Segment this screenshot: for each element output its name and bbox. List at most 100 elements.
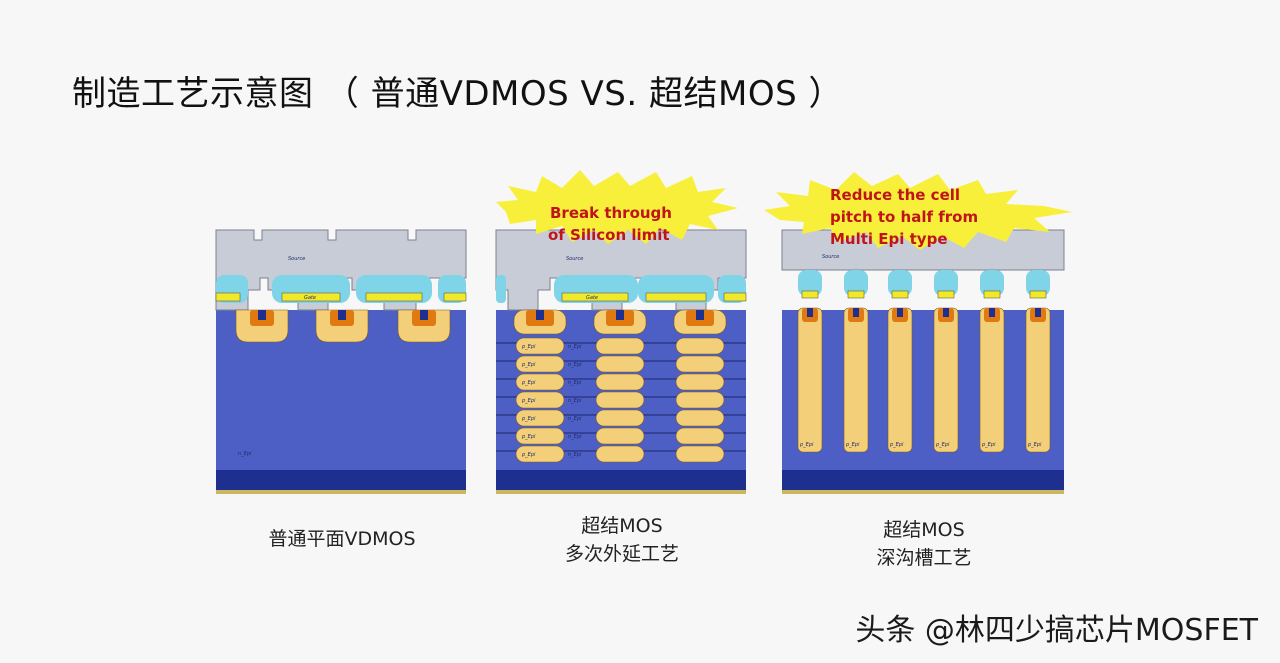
p-epi-blob	[675, 427, 725, 445]
p-epi-blob	[595, 337, 645, 355]
gate-poly	[847, 290, 865, 299]
gate-poly	[891, 290, 909, 299]
caption-deep-trench: 超结MOS 深沟槽工艺	[798, 516, 1050, 572]
caption-planar: 普通平面VDMOS	[216, 525, 468, 553]
contact	[943, 308, 949, 317]
p-epi-blob	[515, 391, 565, 409]
p-pillar	[933, 307, 959, 453]
drain-metal	[782, 490, 1064, 494]
layer-label: n_Epi	[568, 344, 582, 350]
gate-poly	[443, 292, 467, 302]
layer-label: n_Epi	[568, 362, 582, 368]
substrate	[216, 470, 466, 492]
p-epi-blob	[675, 409, 725, 427]
p-epi-blob	[595, 445, 645, 463]
p-epi-blob	[515, 427, 565, 445]
gate-label: Gate	[304, 295, 316, 301]
p-epi-blob	[675, 445, 725, 463]
oxide	[844, 270, 868, 296]
p-epi-blob	[595, 355, 645, 373]
drain-metal	[216, 490, 466, 494]
p-pillar	[843, 307, 869, 453]
contact	[989, 308, 995, 317]
gate-poly	[365, 292, 423, 302]
caption-line: 超结MOS	[581, 515, 663, 537]
gate-label: Gate	[586, 295, 598, 301]
layer-label: p_Epi	[521, 452, 536, 458]
oxide	[496, 275, 506, 303]
layer-label: p_Epi	[521, 380, 536, 386]
gate-poly	[983, 290, 1001, 299]
layer-label: n_Epi	[568, 398, 582, 404]
caption-line: 普通平面VDMOS	[268, 528, 416, 550]
oxide	[934, 270, 958, 296]
oxide	[888, 270, 912, 296]
contact	[807, 308, 813, 317]
p-epi-blob	[515, 409, 565, 427]
layer-label: n_Epi	[568, 434, 582, 440]
burst-text-3: Multi Epi type	[830, 230, 948, 248]
p-pillar	[979, 307, 1005, 453]
p-epi-blob	[595, 427, 645, 445]
n-epi-region	[782, 310, 1064, 472]
gate-poly	[1029, 290, 1047, 299]
pillar-label: p_Epi	[981, 442, 996, 448]
burst-text-1: Reduce the cell	[830, 186, 960, 204]
gate-poly	[801, 290, 819, 299]
substrate	[782, 470, 1064, 492]
gate-poly	[561, 292, 629, 302]
pillar-label: p_Epi	[799, 442, 814, 448]
diagram-planar-vdmos: Source Gate n_Epi	[215, 180, 468, 500]
oxide	[980, 270, 1004, 296]
contact	[420, 310, 428, 320]
layer-label: p_Epi	[521, 398, 536, 404]
callout-burst	[764, 172, 1072, 250]
layer-label: p_Epi	[521, 344, 536, 350]
p-epi-blob	[675, 391, 725, 409]
p-epi-blob	[515, 373, 565, 391]
layer-label: n_Epi	[568, 380, 582, 386]
layer-label: p_Epi	[521, 434, 536, 440]
contact	[536, 310, 544, 320]
contact	[1035, 308, 1041, 317]
layer-label: n_Epi	[568, 416, 582, 422]
layer-labels: p_Epi n_Epi p_Epi n_Epi p_Epi n_Epi p_Epi n_Epi…	[521, 344, 582, 458]
gate-poly	[937, 290, 955, 299]
contact	[616, 310, 624, 320]
drain-metal	[496, 490, 746, 494]
pillar-label: p_Epi	[1027, 442, 1042, 448]
layer-label: p_Epi	[521, 362, 536, 368]
p-epi-blob	[515, 337, 565, 355]
burst-text-2: of Silicon limit	[548, 226, 670, 244]
caption-multi-epi: 超结MOS 多次外延工艺	[496, 512, 748, 568]
caption-line: 多次外延工艺	[564, 543, 679, 565]
watermark: 头条 @林四少搞芯片MOSFET	[855, 613, 1258, 648]
oxide	[798, 270, 822, 296]
p-epi-blob	[675, 373, 725, 391]
contact	[258, 310, 266, 320]
p-epi-blob	[675, 355, 725, 373]
layer-label: p_Epi	[521, 416, 536, 422]
page-title: 制造工艺示意图 （ 普通VDMOS VS. 超结MOS ）	[72, 74, 843, 114]
caption-line: 超结MOS	[883, 519, 965, 541]
epi-label: n_Epi	[238, 451, 252, 457]
gate-poly	[215, 292, 241, 302]
contact	[338, 310, 346, 320]
burst-text-1: Break through	[550, 204, 672, 222]
contact	[696, 310, 704, 320]
p-epi-blob	[515, 445, 565, 463]
p-epi-blob	[595, 391, 645, 409]
p-epi-blob	[595, 373, 645, 391]
p-epi-blob	[675, 337, 725, 355]
layer-label: n_Epi	[568, 452, 582, 458]
gate-poly	[645, 292, 707, 302]
source-label: Source	[822, 254, 839, 260]
pillar-label: p_Epi	[845, 442, 860, 448]
pillar-label: p_Epi	[889, 442, 904, 448]
contact	[853, 308, 859, 317]
source-label: Source	[288, 256, 305, 262]
p-column-blobs	[513, 309, 727, 463]
